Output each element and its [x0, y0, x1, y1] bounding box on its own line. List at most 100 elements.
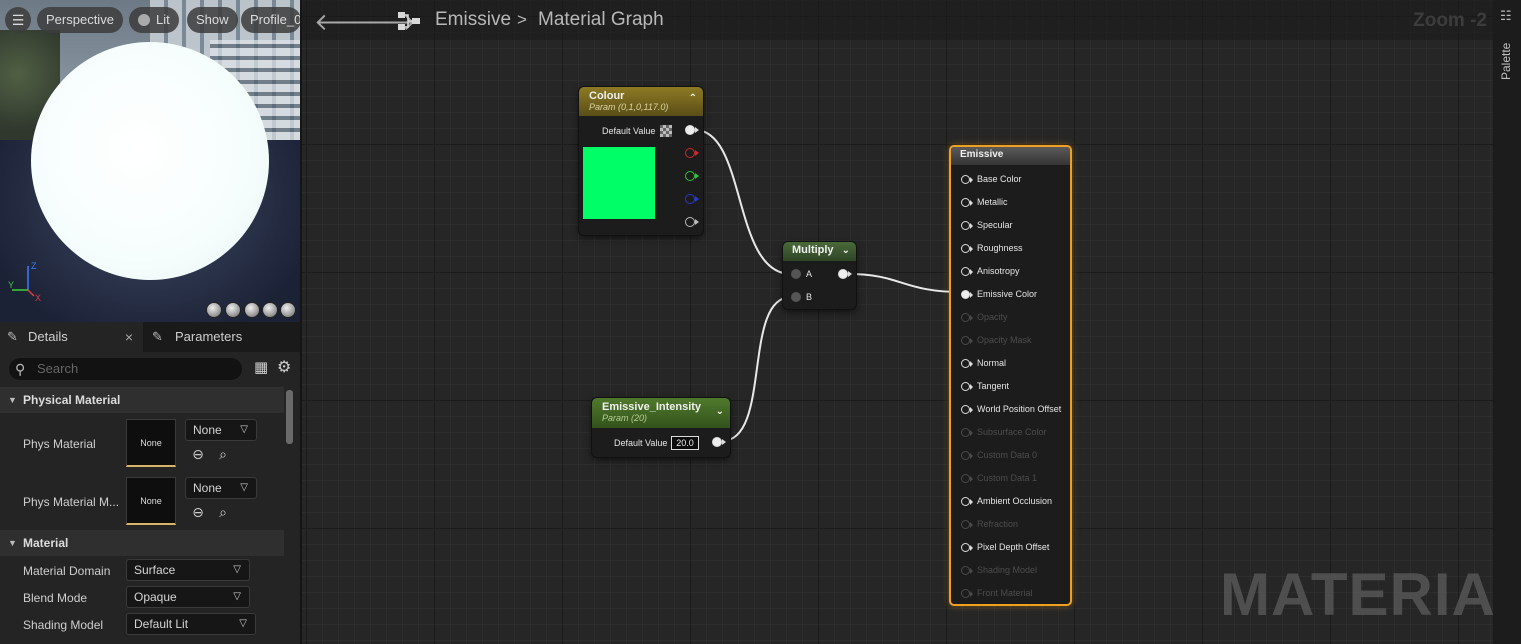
wire-multiply-to-emissive: [847, 273, 963, 293]
material-preview-viewport[interactable]: ☰ Perspective Lit Show Profile_0 Z Y X: [0, 0, 300, 322]
palette-tab[interactable]: Palette: [1495, 40, 1519, 100]
hamburger-icon: ☰: [11, 12, 25, 28]
palette-icon[interactable]: ☷: [1500, 8, 1512, 23]
shading-model-dropdown[interactable]: Default Lit ▽: [126, 613, 256, 635]
axis-gizmo: Z Y X: [8, 261, 41, 302]
pin-input[interactable]: [961, 405, 970, 414]
pin-input[interactable]: [961, 244, 970, 253]
close-icon[interactable]: ×: [124, 329, 133, 345]
gear-icon[interactable]: ⚙: [277, 359, 292, 376]
viewport-menu-button[interactable]: ☰: [5, 7, 31, 33]
pin-arrow: [695, 173, 699, 179]
chevron-down-icon: ▽: [240, 482, 248, 493]
node-emissive-intensity-parameter[interactable]: Emissive_Intensity Param (20) ⌄ Default …: [592, 398, 730, 457]
dropdown-value: Surface: [134, 563, 176, 577]
pin-input[interactable]: [961, 428, 970, 437]
pin-output-rgba[interactable]: [685, 125, 695, 135]
pin-output[interactable]: [838, 269, 848, 279]
chevron-down-icon: ▽: [233, 591, 241, 602]
browse-icon[interactable]: ⌕: [219, 446, 227, 462]
pin-arrow: [970, 430, 973, 436]
pin-input[interactable]: [961, 589, 970, 598]
pin-output-b[interactable]: [685, 194, 695, 204]
phys-material-mask-label: Phys Material M...: [23, 495, 120, 509]
dropdown-value: None: [193, 423, 222, 437]
pin-input[interactable]: [961, 175, 970, 184]
pin-input[interactable]: [961, 497, 970, 506]
pin-input-a[interactable]: [791, 269, 801, 279]
preview-cube-button[interactable]: [262, 302, 278, 318]
pin-input[interactable]: [961, 198, 970, 207]
chevron-down-icon[interactable]: ⌄: [841, 245, 850, 256]
breadcrumb-asset[interactable]: Emissive: [435, 9, 512, 30]
use-selected-icon[interactable]: ⊖: [192, 504, 204, 520]
details-scrollbar[interactable]: [286, 390, 293, 444]
pin-input[interactable]: [961, 221, 970, 230]
node-title-bar[interactable]: Colour Param (0,1,0,117.0) ⌃: [579, 87, 703, 116]
node-colour-parameter[interactable]: Colour Param (0,1,0,117.0) ⌃ Default Val…: [579, 87, 703, 235]
pin-input[interactable]: [961, 290, 970, 299]
pin-arrow: [970, 545, 973, 551]
pin-output-g[interactable]: [685, 171, 695, 181]
pin-input[interactable]: [961, 313, 970, 322]
pin-input[interactable]: [961, 267, 970, 276]
details-tabbar: ✎ Details × ✎ Parameters: [0, 322, 300, 352]
section-material[interactable]: ▼ Material: [0, 530, 284, 556]
pin-input[interactable]: [961, 474, 970, 483]
blend-mode-dropdown[interactable]: Opaque ▽: [126, 586, 250, 608]
chevron-down-icon[interactable]: ⌄: [715, 406, 724, 417]
node-title-bar[interactable]: Multiply ⌄: [783, 242, 856, 261]
node-title-bar[interactable]: Emissive_Intensity Param (20) ⌄: [592, 398, 730, 428]
pin-output-r[interactable]: [685, 148, 695, 158]
breadcrumb-graph[interactable]: Material Graph: [538, 9, 664, 30]
pin-output[interactable]: [712, 437, 722, 447]
table-view-icon[interactable]: ▦: [254, 359, 269, 376]
forward-arrow-icon[interactable]: 🡒: [352, 9, 417, 36]
preview-sphere-button[interactable]: [225, 302, 241, 318]
pin-arrow: [970, 246, 973, 252]
pin-input[interactable]: [961, 336, 970, 345]
pin-label: Base Color: [977, 174, 1022, 184]
node-title-bar[interactable]: Emissive: [951, 147, 1070, 165]
collapse-icon[interactable]: ⌃: [688, 93, 697, 104]
pin-label: Custom Data 0: [977, 450, 1038, 460]
default-value-input[interactable]: 20.0: [671, 436, 699, 450]
profile-button[interactable]: Profile_0: [241, 7, 300, 33]
pin-label: Refraction: [977, 519, 1019, 529]
material-domain-dropdown[interactable]: Surface ▽: [126, 559, 250, 581]
preview-plane-button[interactable]: [244, 302, 260, 318]
preview-cylinder-button[interactable]: [206, 302, 222, 318]
pin-label: World Position Offset: [977, 404, 1062, 414]
pencil-icon: ✎: [7, 329, 18, 344]
tab-parameters[interactable]: ✎ Parameters: [150, 322, 242, 352]
browse-icon[interactable]: ⌕: [219, 504, 227, 520]
pin-input[interactable]: [961, 451, 970, 460]
pin-input[interactable]: [961, 520, 970, 529]
pin-label: Custom Data 1: [977, 473, 1038, 483]
phys-material-thumbnail[interactable]: None: [126, 419, 176, 467]
lit-mode-button[interactable]: Lit: [129, 7, 179, 33]
pin-input[interactable]: [961, 382, 970, 391]
perspective-button[interactable]: Perspective: [37, 7, 123, 33]
pin-label-default-value: Default Value: [602, 126, 656, 136]
show-button[interactable]: Show: [187, 7, 238, 33]
wire-colour-to-multiply-a: [694, 129, 792, 275]
phys-material-dropdown[interactable]: None ▽: [185, 419, 257, 441]
section-physical-material[interactable]: ▼ Physical Material: [0, 387, 284, 413]
tab-details[interactable]: ✎ Details ×: [0, 322, 143, 352]
pin-input[interactable]: [961, 566, 970, 575]
phys-material-mask-dropdown[interactable]: None ▽: [185, 477, 257, 499]
pin-output-a[interactable]: [685, 217, 695, 227]
palette-label: Palette: [1499, 42, 1513, 80]
back-arrow-icon[interactable]: 🡐: [314, 9, 379, 36]
phys-material-mask-thumbnail[interactable]: None: [126, 477, 176, 525]
node-multiply[interactable]: Multiply ⌄ A B: [783, 242, 856, 309]
use-selected-icon[interactable]: ⊖: [192, 446, 204, 462]
pin-input-b[interactable]: [791, 292, 801, 302]
preview-custom-mesh-button[interactable]: [280, 302, 296, 318]
pin-input[interactable]: [961, 543, 970, 552]
pin-input[interactable]: [961, 359, 970, 368]
material-graph-canvas[interactable]: 🡐 🡒 Emissive > Material Graph Zoom -2 Co…: [302, 0, 1493, 644]
search-input[interactable]: ⚲ Search: [9, 358, 242, 380]
